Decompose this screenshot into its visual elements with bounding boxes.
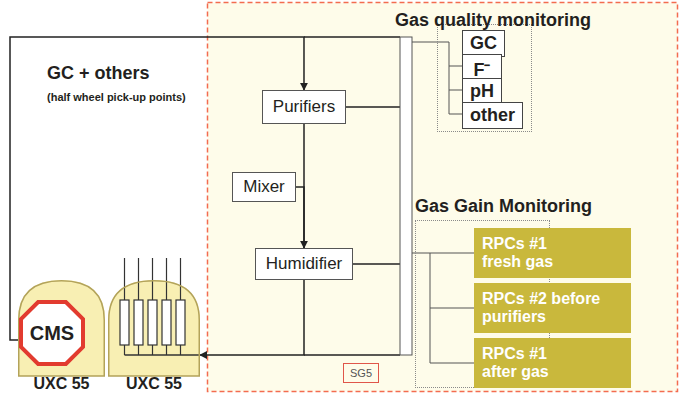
process-box: Mixer [232, 172, 296, 202]
group-heading: Gas quality monitoring [386, 4, 648, 31]
node-label: RPCs #1 after gas [482, 345, 582, 381]
node-label: pH [470, 81, 494, 102]
rpc-box: RPCs #2 before purifiers [474, 283, 631, 333]
analyser-box: other [462, 102, 523, 129]
gas-pipes [304, 37, 400, 355]
gas-manifold [400, 37, 412, 355]
sg5-region [208, 3, 678, 392]
cavern-fill [18, 280, 105, 376]
node-label: GC [470, 33, 497, 54]
node-label: other [470, 105, 515, 126]
rpc-box: RPCs #1 fresh gas [474, 228, 631, 278]
node-label: UXC 55 [33, 375, 89, 393]
cavern-fill [108, 280, 200, 376]
node-label: CMS [30, 322, 74, 345]
process-box: Humidifier [255, 248, 354, 280]
node-label: Mixer [243, 177, 285, 197]
node-label: RPCs #2 before purifiers [482, 290, 606, 326]
distribution-racks [125, 258, 201, 355]
cavern-outline [108, 280, 200, 376]
process-box: Purifiers [262, 90, 346, 124]
node-label: Purifiers [273, 97, 335, 117]
rack-cylinder [120, 300, 185, 345]
analyser-box: pH [462, 78, 502, 105]
cavern-shape: UXC 55 [108, 280, 200, 393]
cavern-outline-path [19, 281, 105, 376]
annotation-label: GC + others [47, 63, 150, 84]
rpc-box: RPCs #1 after gas [474, 338, 631, 388]
gas-line [296, 187, 304, 248]
gas-line [200, 280, 304, 355]
zone-tag: SG5 [343, 363, 379, 383]
node-label: RPCs #1 fresh gas [482, 235, 582, 271]
cavern-shape: UXC 55 CMS [18, 280, 105, 393]
gas-line [10, 37, 304, 340]
analyser-box: GC [462, 30, 505, 57]
octagon-shape [21, 302, 83, 364]
annotation-label: (half wheel pick-up points) [47, 91, 186, 103]
node-label: SG5 [350, 367, 372, 379]
node-label: Humidifier [266, 254, 343, 274]
monitor-group: Gas quality monitoringGCF⁻pHother [386, 4, 648, 150]
node-label: UXC 55 [126, 375, 182, 393]
group-heading: Gas Gain Monitoring [405, 194, 650, 217]
cavern-outline-path [109, 281, 200, 376]
monitor-group: Gas Gain MonitoringRPCs #1 fresh gasRPCs… [405, 194, 650, 390]
experiment-octagon: CMS [19, 300, 85, 366]
